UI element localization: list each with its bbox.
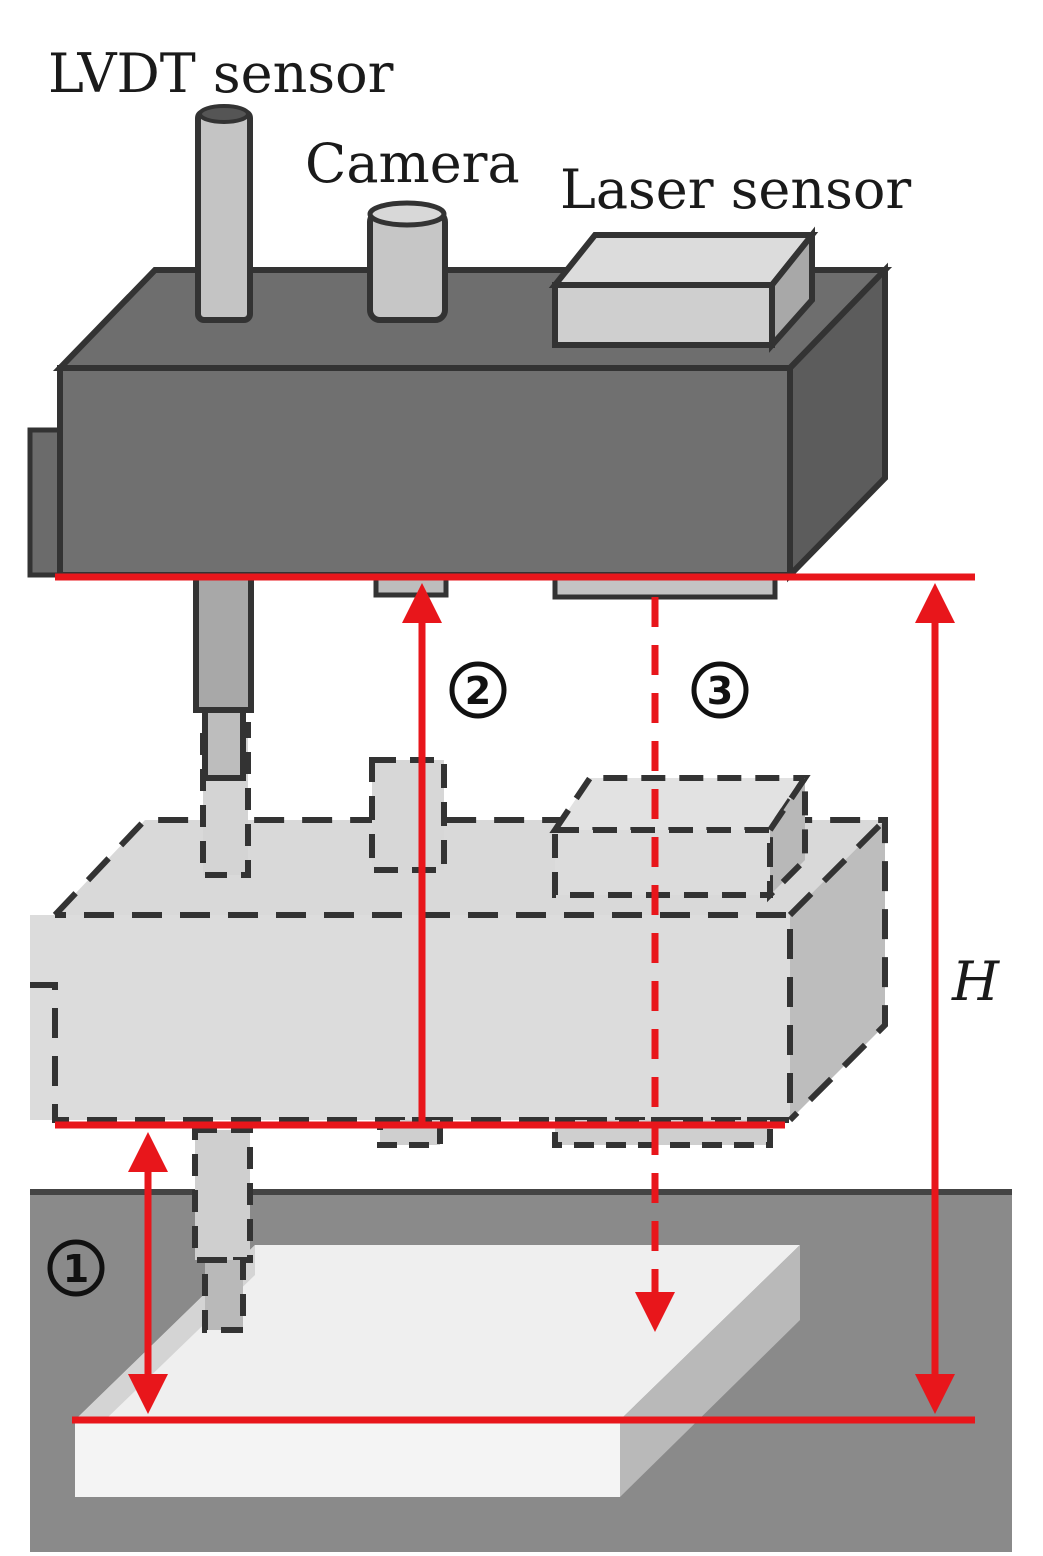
arrow-3-head xyxy=(635,1292,675,1332)
arrow-1-head-up xyxy=(128,1132,168,1172)
measurement-lines xyxy=(55,573,975,1424)
marker-2-text: 2 xyxy=(465,669,491,713)
label-height-h: H xyxy=(951,950,1000,1013)
marker-3-text: 3 xyxy=(707,669,733,713)
marker-3: 3 xyxy=(691,661,749,719)
laser-sensor-lowered xyxy=(549,768,811,903)
marker-1-text: 1 xyxy=(63,1247,89,1291)
laser-sensor xyxy=(548,226,819,353)
label-laser-sensor: Laser sensor xyxy=(560,158,911,221)
marker-2: 2 xyxy=(449,661,507,719)
label-lvdt-sensor: LVDT sensor xyxy=(48,42,394,105)
marker-1: 1 xyxy=(47,1239,105,1297)
camera-lowered xyxy=(369,757,447,873)
lvdt-sensor xyxy=(195,104,253,323)
arrow-1-head-down xyxy=(128,1374,168,1414)
arrow-2-head xyxy=(402,583,442,623)
lvdt-probe-upper xyxy=(193,572,254,781)
arrow-h-head-up xyxy=(915,583,955,623)
lvdt-probe-lower xyxy=(192,1127,253,1333)
label-camera: Camera xyxy=(305,132,520,195)
camera xyxy=(367,200,448,323)
arrow-h-head-down xyxy=(915,1374,955,1414)
